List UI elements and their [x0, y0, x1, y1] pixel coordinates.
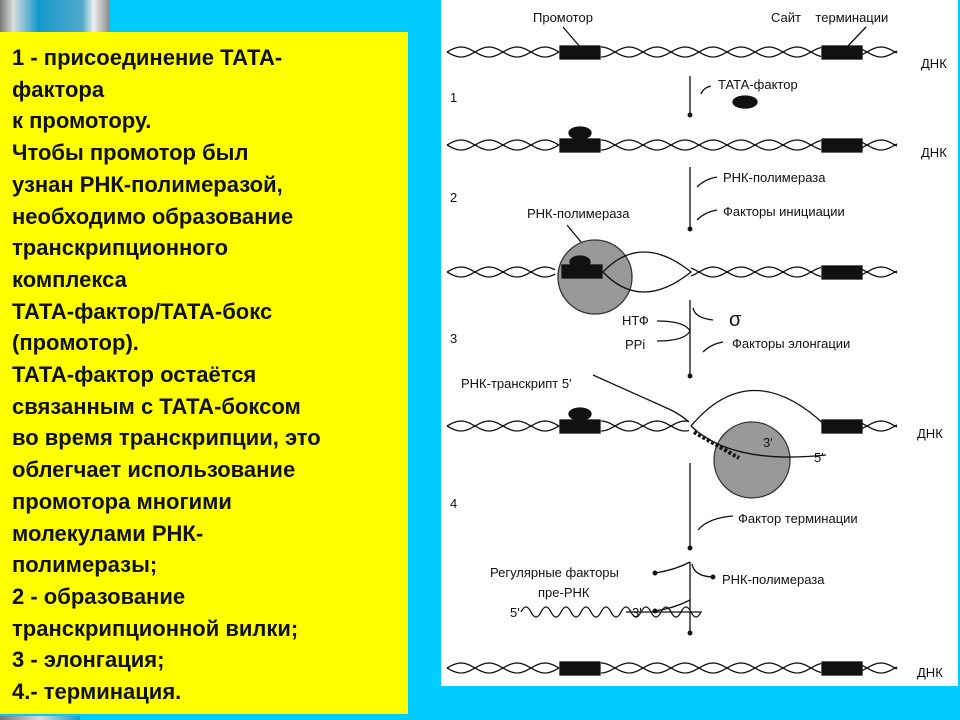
text-line: 2 - образование: [12, 583, 186, 609]
step-2-label: 2: [450, 190, 457, 205]
dna-box: [559, 45, 601, 60]
three-prime-label: 3': [763, 435, 773, 450]
dna-label-2: ДНК: [921, 145, 947, 160]
text-line: молекулами РНК-: [12, 520, 204, 546]
diagram-svg: Промотор Сайт терминации ДНК ДНК ДНК ДНК…: [446, 10, 947, 680]
text-line: к промотору.: [12, 108, 152, 134]
pre-rna-5-prime: 5': [510, 605, 520, 620]
elongation-factors-label: Факторы элонгации: [732, 336, 850, 351]
step-4-label: 4: [450, 496, 457, 511]
dna-box: [821, 45, 863, 60]
five-prime-label: 5': [814, 450, 824, 465]
termination-factor-label: Фактор терминации: [738, 511, 858, 526]
dna-strand: [446, 420, 898, 432]
dna-label-1: ДНК: [921, 56, 947, 71]
dna-strand: [446, 46, 898, 58]
dna-strand: [446, 662, 898, 674]
dna-label-4: ДНК: [917, 426, 943, 441]
text-line: 1 - присоединение ТАТА-: [12, 45, 283, 70]
dna-box: [559, 138, 601, 153]
transcription-diagram: Промотор Сайт терминации ДНК ДНК ДНК ДНК…: [441, 0, 958, 686]
promoter-label: Промотор: [533, 10, 593, 25]
pre-rna-label: пре-РНК: [538, 585, 590, 600]
text-line: ТАТА-фактор остаётся: [12, 362, 257, 388]
text-line: узнан РНК-полимеразой,: [12, 171, 283, 197]
text-line: необходимо образование: [12, 203, 294, 229]
tata-factor-shape: [732, 95, 758, 109]
dna-box: [559, 661, 601, 676]
dna-box: [821, 265, 863, 280]
text-line: транскрипционного: [12, 235, 229, 261]
text-line: облегчает использование: [12, 457, 296, 483]
dna-box: [821, 419, 863, 434]
dna-box: [821, 138, 863, 153]
text-line: фактора: [12, 76, 105, 102]
text-line: Чтобы промотор был: [12, 140, 249, 166]
text-line: связанным с ТАТА-боксом: [12, 393, 301, 419]
dna-box: [821, 661, 863, 676]
pre-rna-strand: [520, 606, 703, 618]
rna-polymerase-elongating: [713, 421, 791, 499]
pre-rna-3-prime: 3': [632, 605, 642, 620]
text-line: ТАТА-фактор/ТАТА-бокс: [12, 298, 273, 324]
dna-box: [559, 419, 601, 434]
text-line: комплекса: [12, 266, 127, 292]
initiation-factors-label: Факторы инициации: [723, 204, 845, 219]
promoter-pointer: [562, 26, 582, 49]
text-line: промотора многими: [12, 488, 232, 514]
text-line: полимеразы;: [12, 552, 158, 578]
dna-strand: [446, 266, 898, 278]
step-1-label: 1: [450, 90, 457, 105]
rna-transcript-label: РНК-транскрипт 5': [461, 376, 572, 391]
rna-polymerase-label-3: РНК-полимераза: [722, 572, 825, 587]
text-line: транскрипционной вилки;: [12, 615, 299, 641]
decorative-bar-bottom: [0, 716, 80, 720]
dna-strand: [446, 139, 898, 151]
termination-pointer: [845, 26, 867, 49]
step-3-label: 3: [450, 331, 457, 346]
rna-polymerase-label-1: РНК-полимераза: [723, 170, 826, 185]
ppi-label: PPi: [625, 337, 645, 352]
ntp-label: НТФ: [622, 313, 649, 328]
rna-polymerase-label-2: РНК-полимераза: [527, 206, 630, 221]
regulatory-factors-label: Регулярные факторы: [490, 565, 619, 580]
text-line: 3 - элонгация;: [12, 647, 165, 673]
termination-site-label: Сайт терминации: [771, 10, 888, 25]
text-line: 4.- терминация.: [12, 679, 182, 705]
sigma-label: σ: [729, 309, 742, 331]
dna-label-5: ДНК: [917, 665, 943, 680]
decorative-bar-top: [0, 0, 110, 32]
tata-factor-label: ТАТА-фактор: [718, 77, 798, 92]
text-line: во время транскрипции, это: [12, 425, 321, 451]
text-panel: 1 - присоединение ТАТА-фактора к промотор…: [0, 32, 408, 714]
text-line: (промотор).: [12, 330, 139, 356]
